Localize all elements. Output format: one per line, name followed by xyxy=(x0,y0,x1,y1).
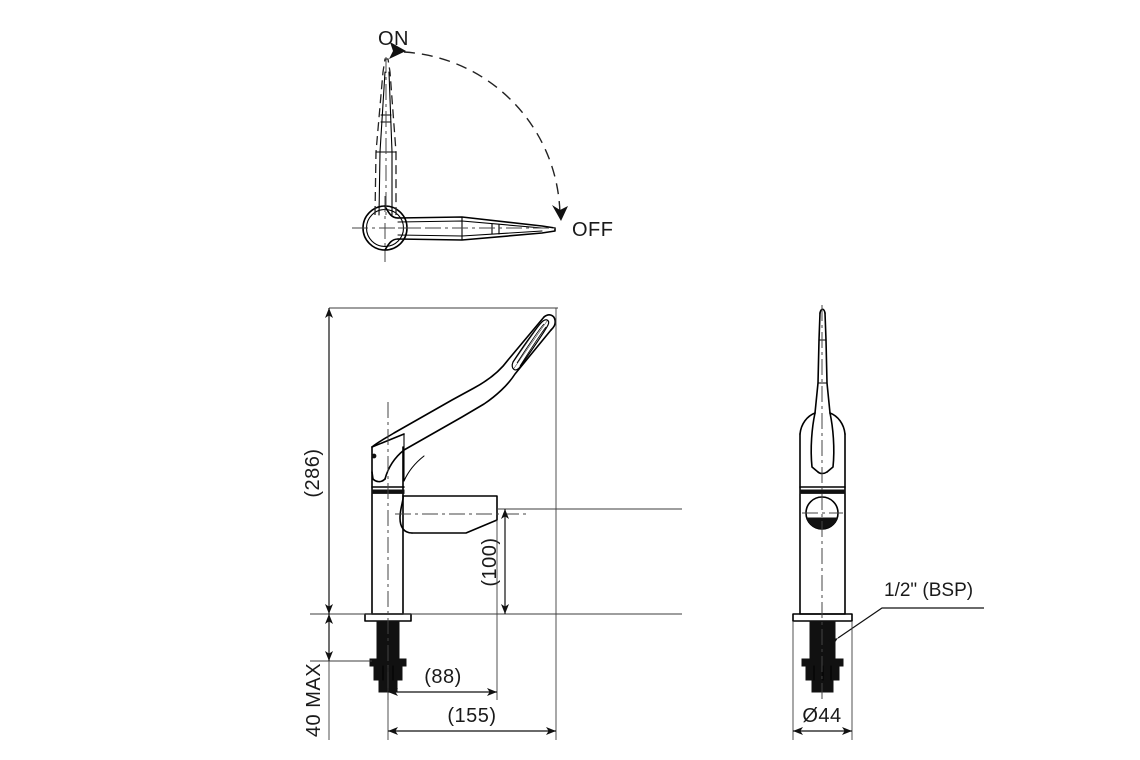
side-lever-left-edge xyxy=(814,312,821,414)
lever-off-outline xyxy=(397,216,556,241)
front-lever-lower-edge xyxy=(384,329,552,480)
top-view-group: ON OFF xyxy=(352,28,614,262)
front-grip-rib-1 xyxy=(516,323,545,364)
front-lever-grip-pad xyxy=(511,319,550,371)
lever-on-right-edge xyxy=(388,71,393,216)
dim-label-overall-reach: (155) xyxy=(447,705,496,727)
front-lever-tip-cap xyxy=(543,314,556,331)
label-on: ON xyxy=(378,28,409,50)
lever-on-left-edge xyxy=(378,71,386,216)
lever-off-top-edge xyxy=(397,220,543,229)
lever-on-outline xyxy=(374,58,397,216)
label-off: OFF xyxy=(572,219,614,241)
dim-label-spout-reach: (88) xyxy=(424,666,462,688)
side-shoulder-left xyxy=(799,412,816,435)
side-collar-band xyxy=(799,489,846,494)
dim-label-mounting-thickness: 40 MAX xyxy=(303,663,325,737)
arc-arrow-on xyxy=(389,42,406,59)
side-lever-skirt-right xyxy=(826,412,835,473)
side-lever-skirt-left xyxy=(810,412,819,473)
front-lever-upper-edge xyxy=(371,316,545,448)
dim-label-base-diameter: Ø44 xyxy=(802,705,841,727)
front-lever-hinge-curve xyxy=(403,455,425,482)
leader-line-thread xyxy=(827,607,984,647)
front-spout-nose xyxy=(399,495,413,534)
arc-arrow-off xyxy=(552,205,568,221)
side-lever-right-edge xyxy=(824,312,831,414)
front-lever-root xyxy=(371,471,386,483)
side-view-group: 1/2" (BSP) Ø44 xyxy=(792,305,984,740)
dim-label-spout-height: (100) xyxy=(479,537,501,586)
lever-swing-arc xyxy=(403,51,561,220)
leader-label-thread: 1/2" (BSP) xyxy=(884,580,973,601)
front-grip-rib-2 xyxy=(519,326,547,367)
front-view-group: (286) 40 MAX (100) (88) (155) xyxy=(302,307,682,740)
front-body-port-dot xyxy=(371,453,377,459)
dim-label-overall-height: (286) xyxy=(302,448,324,497)
side-shoulder-right xyxy=(829,412,846,435)
lever-off-root-bottom xyxy=(384,238,399,251)
